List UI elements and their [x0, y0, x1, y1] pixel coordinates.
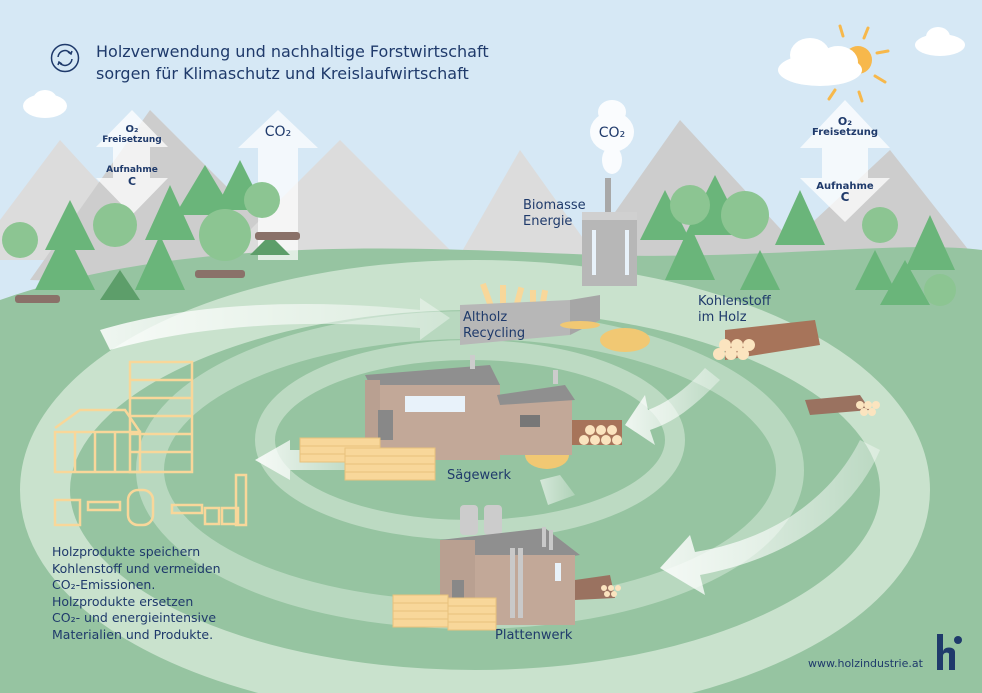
cycle-arrows-icon [50, 43, 80, 73]
biomass-plant [582, 178, 637, 286]
cloud-icon [23, 90, 67, 118]
o2-label: O₂ [837, 115, 853, 128]
board-stacks [392, 594, 497, 631]
aufnahme-label: Aufnahme [816, 181, 874, 192]
page-title: Holzverwendung und nachhaltige Forstwirt… [96, 41, 489, 85]
description-line: Holzprodukte ersetzen [52, 593, 194, 609]
cloud-icon [915, 27, 965, 56]
o2-c-exchange-arrow-right [800, 100, 890, 222]
kohlenstoff-im-holz-label: Kohlenstoff im Holz [698, 294, 771, 326]
plattenwerk-label: Plattenwerk [495, 628, 573, 643]
forest-right [640, 175, 956, 306]
forest-left [2, 160, 300, 303]
smoke-cloud [590, 100, 634, 174]
website-link[interactable]: www.holzindustrie.at [808, 657, 923, 670]
title-line-1: Holzverwendung und nachhaltige Forstwirt… [96, 42, 489, 61]
o2-release-label-left: O₂ Freisetzung [100, 124, 164, 146]
o2-label: O₂ [125, 124, 139, 135]
wood-products-icons [53, 360, 248, 527]
log-stack-sawmill [572, 420, 622, 445]
cloud-icon [778, 38, 862, 86]
freisetzung-label: Freisetzung [812, 127, 879, 138]
log-pile [713, 320, 820, 360]
description-line: Materialien und Produkte. [52, 626, 214, 642]
saegewerk-label: Sägewerk [447, 468, 511, 483]
aufnahme-label: Aufnahme [106, 165, 158, 175]
co2-arrow-left [238, 110, 318, 260]
biomasse-text: Biomasse [523, 198, 586, 213]
altholz-recycling-label: Altholz Recycling [463, 310, 525, 342]
title-line-2: sorgen für Klimaschutz und Kreislaufwirt… [96, 64, 469, 83]
co2-label-left: CO₂ [264, 124, 292, 140]
im-holz-text: im Holz [698, 310, 747, 325]
altholz-text: Altholz [463, 310, 508, 325]
carbon-label: C [127, 175, 137, 188]
description-line: CO₂-Emissionen. [52, 577, 156, 592]
log-bundle-board-plant [575, 575, 621, 600]
o2-release-label-right: O₂ Freisetzung [812, 116, 878, 138]
description-line: CO₂- und energieintensive [52, 610, 217, 625]
sawmill-building [365, 355, 575, 460]
fallen-tree-roots [805, 395, 880, 416]
kohlenstoff-text: Kohlenstoff [698, 294, 771, 309]
freisetzung-label: Freisetzung [102, 135, 162, 145]
hi-logo [937, 634, 962, 670]
wood-products-description: Holzprodukte speichern Kohlenstoff und v… [52, 544, 221, 643]
carbon-uptake-label-left: Aufnahme C [100, 165, 164, 187]
description-line: Kohlenstoff und vermeiden [52, 560, 221, 576]
biomasse-energie-label: Biomasse Energie [523, 198, 586, 230]
recycling-text: Recycling [463, 326, 526, 341]
energie-text: Energie [523, 214, 573, 229]
carbon-uptake-label-right: Aufnahme C [812, 181, 878, 203]
co2-label-chimney: CO₂ [598, 125, 626, 141]
lumber-stacks [299, 437, 436, 481]
o2-c-exchange-arrow-left [96, 110, 168, 215]
description-line: Holzprodukte speichern [52, 544, 201, 559]
board-plant-building [440, 505, 580, 625]
carbon-label: C [840, 190, 850, 204]
